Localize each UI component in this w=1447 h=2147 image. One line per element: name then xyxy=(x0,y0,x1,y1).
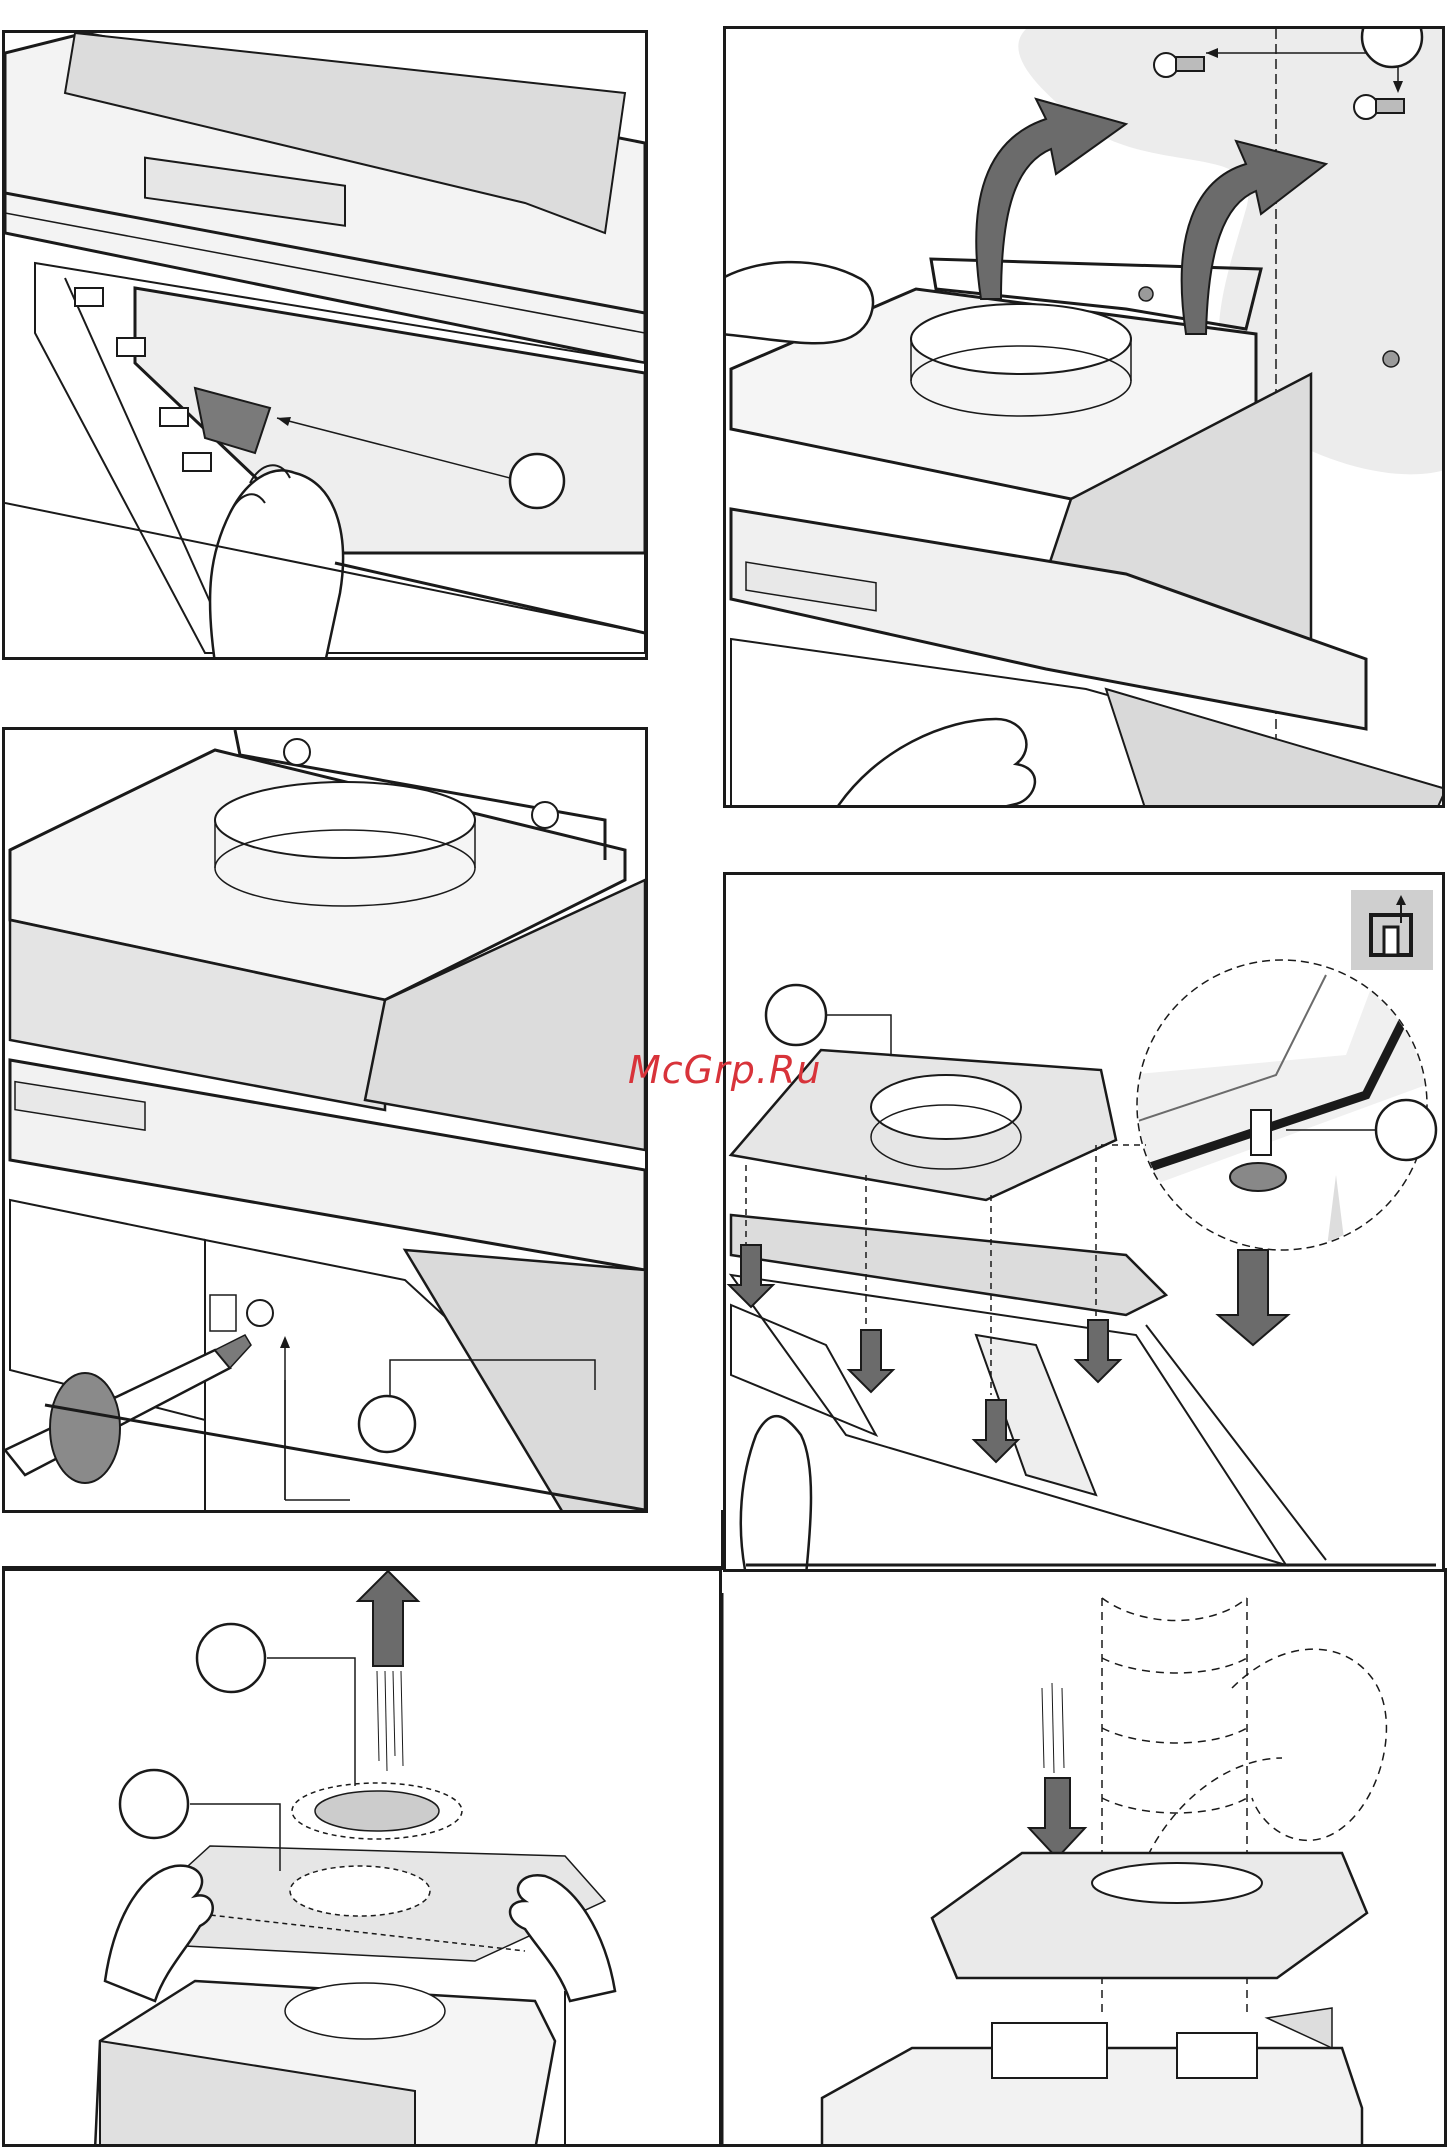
frame-divider-vertical xyxy=(721,1510,724,1570)
callout-circle xyxy=(510,454,564,508)
unscrew-panel-illustration xyxy=(5,730,648,1513)
callout-circle xyxy=(1376,1100,1436,1160)
wall-mount-icon xyxy=(1351,890,1433,970)
callout-circle xyxy=(359,1396,415,1452)
watermark-text: McGrp.Ru xyxy=(628,1048,821,1092)
callout-circle xyxy=(120,1770,188,1838)
callout-circle xyxy=(766,985,826,1045)
remove-screws-illustration xyxy=(726,29,1445,808)
panel-remove-filter xyxy=(2,30,648,660)
remove-filter-illustration xyxy=(5,33,648,660)
panel-fit-duct xyxy=(722,1568,1447,2147)
callout-circle xyxy=(197,1624,265,1692)
panel-remove-screws-top xyxy=(723,26,1445,808)
panel-lift-grille xyxy=(2,1568,722,2147)
lift-grille-illustration xyxy=(5,1571,722,2147)
frame-divider-horizontal xyxy=(2,1566,724,1569)
fit-duct-illustration xyxy=(722,1568,1447,2147)
place-hood-illustration xyxy=(726,875,1445,1572)
panel-place-hood xyxy=(723,872,1445,1572)
panel-unscrew-panel xyxy=(2,727,648,1513)
